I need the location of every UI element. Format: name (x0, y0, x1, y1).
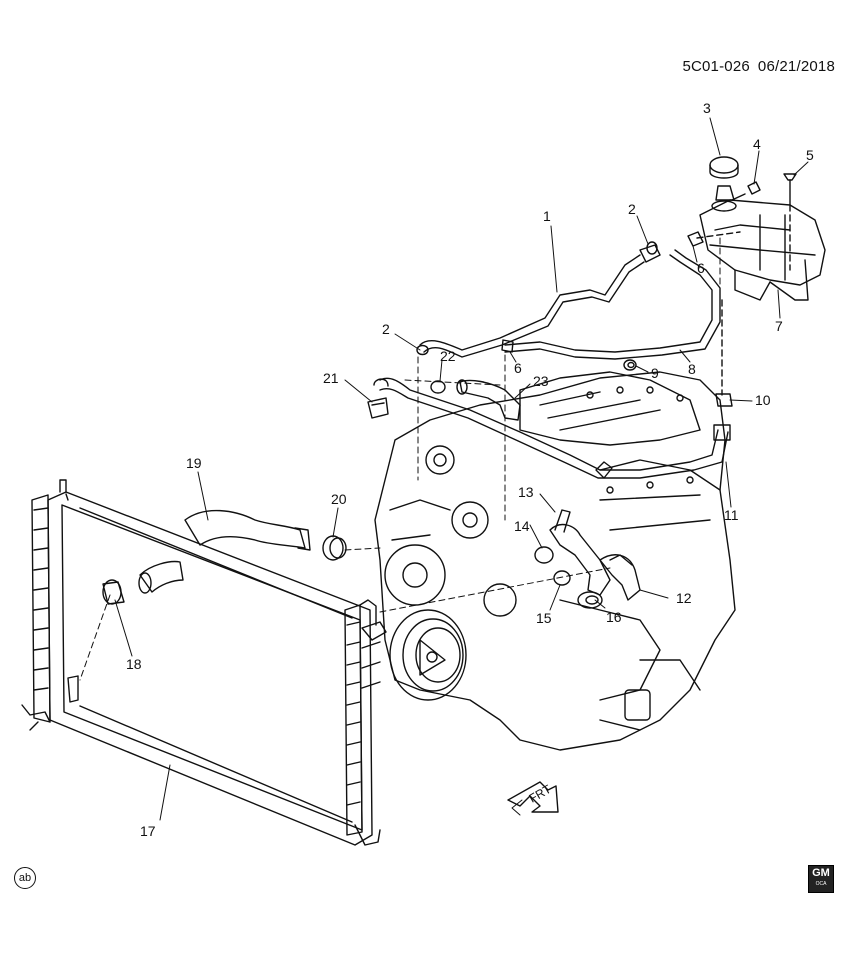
callout-9: 9 (651, 365, 659, 381)
callout-22: 22 (440, 348, 456, 364)
callout-17: 17 (140, 823, 156, 839)
callout-leaders (114, 117, 809, 821)
hose-clamps (416, 241, 658, 394)
callout-2-left: 2 (382, 321, 390, 337)
callout-14: 14 (514, 518, 530, 534)
alignment-lines (79, 237, 721, 681)
hose-bracket-21 (367, 397, 389, 419)
callout-15: 15 (536, 610, 552, 626)
callout-5: 5 (806, 147, 814, 163)
lower-coolant-hoses (534, 509, 641, 609)
callout-16: 16 (606, 609, 622, 625)
callout-1: 1 (543, 208, 551, 224)
front-direction-arrow (507, 781, 559, 816)
diagram-code: 5C01-026 06/21/2018 (674, 58, 835, 75)
callout-13: 13 (518, 484, 534, 500)
engine-assembly (374, 371, 736, 751)
clamp-20 (322, 535, 347, 561)
ab-badge: ab (14, 867, 36, 889)
gm-logo-text: GM (812, 867, 830, 879)
callout-4: 4 (753, 136, 761, 152)
callout-8: 8 (688, 361, 696, 377)
callout-2-upper: 2 (628, 201, 636, 217)
lower-hose-stub (102, 560, 184, 605)
upper-radiator-hose (184, 509, 311, 551)
callout-20: 20 (331, 491, 347, 507)
surge-tank-vent-hose (419, 244, 661, 358)
callout-21: 21 (323, 370, 339, 386)
radiator (21, 479, 387, 846)
callout-11: 11 (724, 507, 739, 523)
callout-18: 18 (126, 656, 142, 672)
surge-tank-outlet-hose (504, 231, 741, 360)
coolant-hose-11 (373, 299, 733, 479)
surge-tank (699, 156, 826, 301)
diagram-date: 06/21/2018 (757, 58, 835, 75)
frt-label: FRT (527, 782, 555, 806)
callout-23: 23 (533, 373, 549, 389)
gm-logo-subtext: OCA (815, 881, 827, 887)
callout-7: 7 (775, 318, 783, 334)
callout-19: 19 (186, 455, 202, 471)
callout-12: 12 (676, 590, 692, 606)
diagram-code-number: 5C01-026 (682, 58, 750, 75)
callout-labels: 1 2 2 3 4 5 6 6 7 8 9 10 11 12 13 14 15 … (126, 100, 814, 839)
gm-logo: GM OCA (808, 865, 834, 893)
coolant-hose-23 (456, 379, 521, 421)
callout-6-lower: 6 (514, 360, 522, 376)
callout-3: 3 (703, 100, 711, 116)
callout-6-upper: 6 (697, 260, 705, 276)
callout-10: 10 (755, 392, 771, 408)
